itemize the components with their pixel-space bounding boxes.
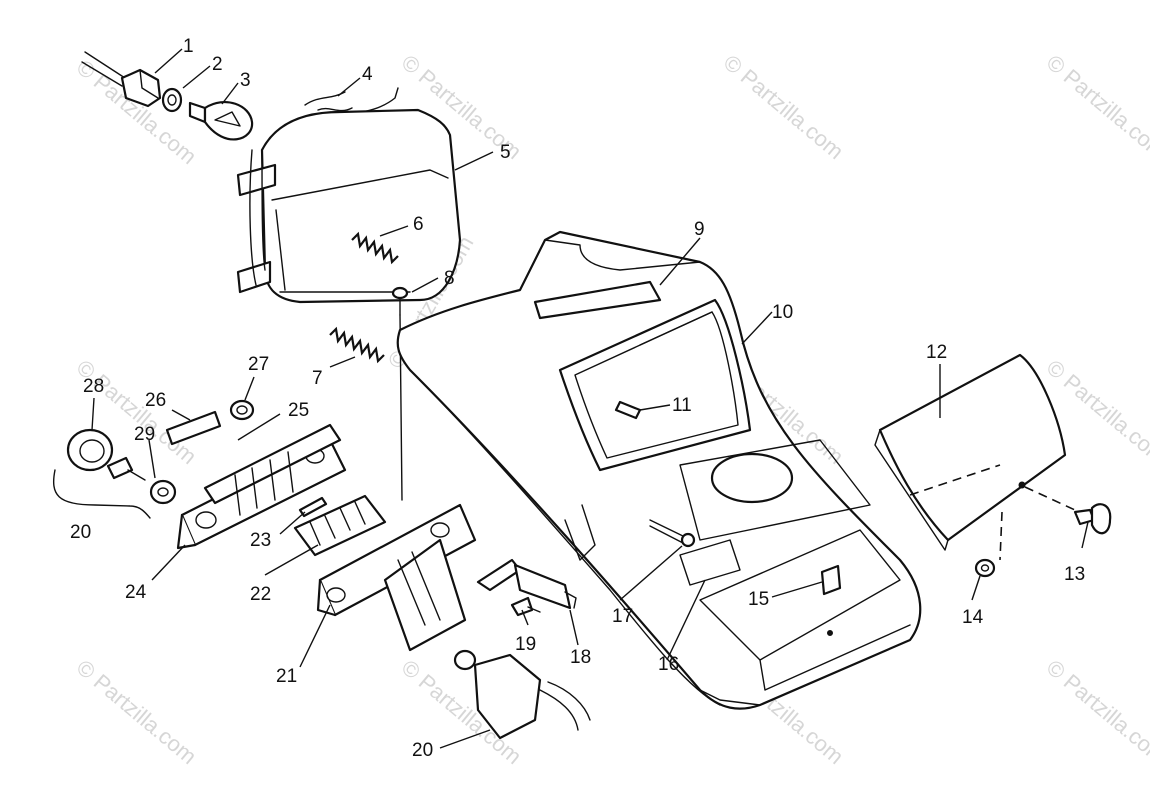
callout-7: 7 xyxy=(312,368,323,389)
switch-part-18 xyxy=(476,558,577,610)
bracket-part-21 xyxy=(316,503,477,652)
headlight-socket-part xyxy=(81,51,162,108)
adjust-spring-upper-part xyxy=(351,231,399,265)
callout-20-switch: 20 xyxy=(412,740,433,761)
headlight-housing-part xyxy=(236,108,462,304)
console-housing-part xyxy=(396,230,922,710)
callout-25: 25 xyxy=(288,400,309,421)
callout-18: 18 xyxy=(570,647,591,668)
callout-8: 8 xyxy=(444,268,455,289)
label-part-26 xyxy=(165,410,222,446)
watermark: © Partzilla.com xyxy=(719,50,849,164)
callout-24: 24 xyxy=(125,582,147,603)
callout-17: 17 xyxy=(612,606,633,627)
callout-5: 5 xyxy=(500,142,511,163)
bolt-part-17 xyxy=(649,519,696,548)
terminal-block-part-22 xyxy=(293,494,387,557)
callout-27: 27 xyxy=(248,354,269,375)
fastener-part-13 xyxy=(1024,486,1112,535)
callout-16: 16 xyxy=(658,654,679,675)
washer-part-14 xyxy=(974,511,1003,578)
callout-2: 2 xyxy=(212,54,223,75)
group-bracket xyxy=(53,469,151,519)
screw-part-19 xyxy=(510,596,541,617)
callout-20-group: 20 xyxy=(70,522,91,543)
cover-plate-part xyxy=(874,353,1067,551)
callout-22: 22 xyxy=(250,584,271,605)
watermark: © Partzilla.com xyxy=(1042,655,1150,769)
switch-connector-part-20 xyxy=(453,649,591,740)
bezel-nut-part-29 xyxy=(149,479,177,505)
callout-15: 15 xyxy=(748,589,769,610)
callout-26: 26 xyxy=(145,390,166,411)
callout-14: 14 xyxy=(962,607,984,628)
latch-part-15 xyxy=(820,564,842,636)
callout-21: 21 xyxy=(276,666,297,687)
callout-1: 1 xyxy=(183,36,194,57)
adjust-spring-lower-part xyxy=(329,326,385,364)
leader-lines xyxy=(91,48,1089,749)
callout-12: 12 xyxy=(926,342,947,363)
callout-13: 13 xyxy=(1064,564,1085,585)
callout-10: 10 xyxy=(772,302,793,323)
callout-19: 19 xyxy=(515,634,536,655)
callout-9: 9 xyxy=(694,219,705,240)
callout-labels: 1 2 3 4 5 6 7 8 9 10 11 12 13 14 15 16 1… xyxy=(70,36,1085,761)
callout-28: 28 xyxy=(83,376,104,397)
watermark: © Partzilla.com xyxy=(1042,50,1150,164)
callout-6: 6 xyxy=(413,214,424,235)
bulb-retainer-part xyxy=(161,87,183,113)
screw-part-11 xyxy=(614,400,642,420)
callout-4: 4 xyxy=(362,64,373,85)
callout-29: 29 xyxy=(134,424,155,445)
callout-3: 3 xyxy=(240,70,251,91)
headlight-bulb-part xyxy=(188,100,254,141)
ignition-switch-part-28 xyxy=(66,428,146,481)
ring-part-27 xyxy=(229,399,255,421)
terminal-strip-part-25 xyxy=(203,423,342,516)
callout-11: 11 xyxy=(672,395,692,416)
callout-23: 23 xyxy=(250,530,271,551)
watermark: © Partzilla.com xyxy=(72,655,202,769)
